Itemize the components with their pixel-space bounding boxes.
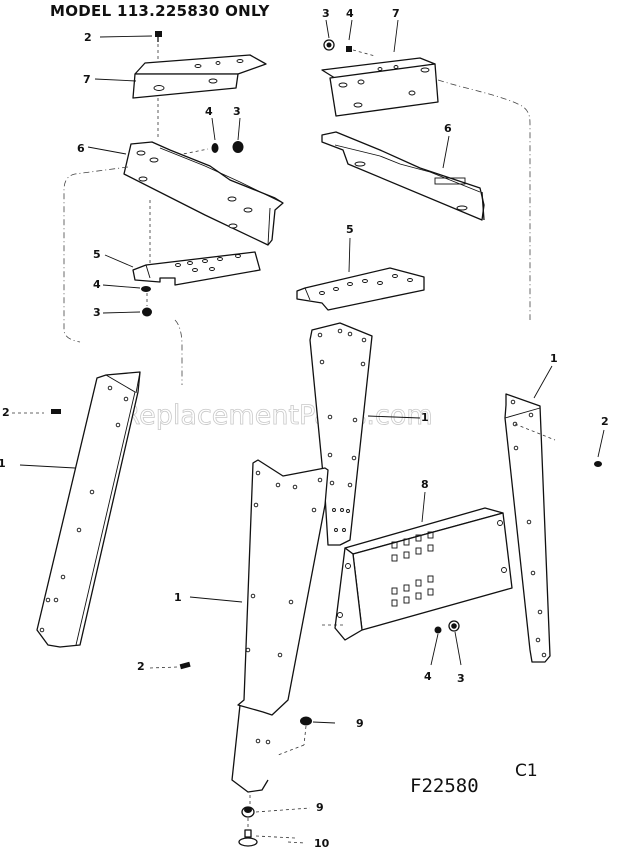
nut-top-right[interactable] bbox=[323, 39, 335, 51]
callout-label: 2 bbox=[2, 406, 10, 419]
stiffener-hole-grid bbox=[391, 531, 434, 607]
leveling-foot-10[interactable] bbox=[238, 829, 258, 847]
callout-label: 9 bbox=[316, 801, 324, 814]
bracket-7-right[interactable] bbox=[321, 57, 439, 117]
callout-label: 2 bbox=[601, 415, 609, 428]
figure-number: F22580 bbox=[410, 775, 479, 797]
nut-bottom[interactable] bbox=[448, 620, 460, 632]
callout-label: 8 bbox=[421, 478, 429, 491]
model-title: MODEL 113.225830 ONLY bbox=[50, 2, 271, 20]
stiffener-8[interactable] bbox=[334, 507, 513, 641]
nut-9-lower[interactable] bbox=[241, 806, 255, 818]
callout-label: 6 bbox=[77, 142, 85, 155]
screw-top-left[interactable] bbox=[155, 31, 162, 42]
callout-label: 4 bbox=[424, 670, 432, 683]
callout-label: 2 bbox=[84, 31, 92, 44]
callout-label: 3 bbox=[457, 672, 465, 685]
callout-label: 4 bbox=[205, 105, 213, 118]
callout-label: 2 bbox=[137, 660, 145, 673]
washer-bottom[interactable] bbox=[434, 626, 442, 634]
callout-label: 1 bbox=[0, 457, 6, 470]
callout-label: 7 bbox=[83, 73, 91, 86]
callout-label: 1 bbox=[421, 411, 429, 424]
watermark: eReplacementParts.com bbox=[105, 400, 433, 431]
bracket-7-left[interactable] bbox=[132, 54, 267, 99]
callout-label: 1 bbox=[174, 591, 182, 604]
screw-left-leg[interactable] bbox=[51, 409, 61, 414]
end-rail-5-right[interactable] bbox=[296, 267, 425, 311]
screw-front-leg[interactable] bbox=[179, 661, 191, 670]
callout-label: 3 bbox=[233, 105, 241, 118]
side-rail-6-right[interactable] bbox=[321, 131, 485, 221]
leg-1-left[interactable] bbox=[36, 371, 141, 648]
callout-label: 7 bbox=[392, 7, 400, 20]
washer-top-right[interactable] bbox=[346, 46, 352, 52]
figure-suffix: C1 bbox=[515, 761, 538, 781]
nut-mid-left[interactable] bbox=[232, 141, 244, 153]
callout-label: 4 bbox=[93, 278, 101, 291]
washer-mid-left[interactable] bbox=[211, 143, 219, 153]
callout-label: 5 bbox=[346, 223, 354, 236]
nut-9-upper[interactable] bbox=[300, 716, 312, 726]
nut-left[interactable] bbox=[142, 307, 152, 317]
callout-label: 5 bbox=[93, 248, 101, 261]
callout-label: 3 bbox=[322, 7, 330, 20]
end-rail-5-left[interactable] bbox=[132, 251, 261, 286]
callout-label: 4 bbox=[346, 7, 354, 20]
callout-label: 3 bbox=[93, 306, 101, 319]
side-rail-6-left[interactable] bbox=[123, 141, 284, 246]
leg-1-right[interactable] bbox=[504, 393, 551, 663]
leg-1-front[interactable] bbox=[237, 459, 329, 745]
screw-right[interactable] bbox=[594, 461, 602, 467]
callout-label: 9 bbox=[356, 717, 364, 730]
washer-left[interactable] bbox=[141, 286, 151, 292]
callout-label: 1 bbox=[550, 352, 558, 365]
callout-label: 10 bbox=[314, 837, 330, 850]
callout-label: 6 bbox=[444, 122, 452, 135]
